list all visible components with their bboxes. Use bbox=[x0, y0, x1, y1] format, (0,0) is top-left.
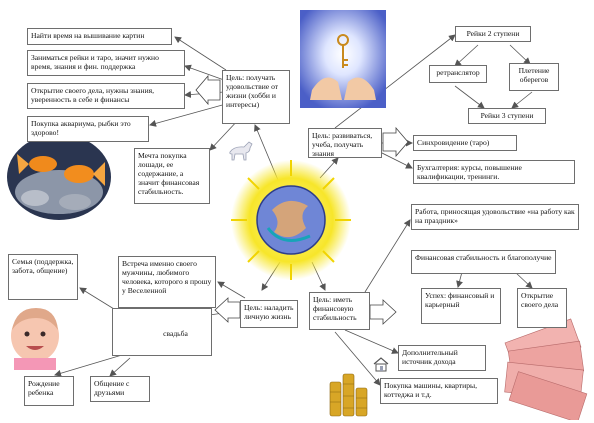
hobby-time-node: Найти время на вышивание картин bbox=[27, 28, 172, 45]
arrow-to-accounting bbox=[379, 151, 413, 169]
fin-success-node: Успех: финансовый и карьерный bbox=[421, 288, 501, 324]
sun-zodiac-picture bbox=[231, 160, 351, 280]
dev-amulets-node: Плетение оберегов bbox=[509, 63, 559, 91]
arrow-fin-stability-success bbox=[456, 271, 463, 288]
pers-friends-node: Общение с друзьями bbox=[90, 376, 150, 402]
arrow-reiki2-amulets bbox=[509, 44, 531, 65]
pers-child-node: Рождение ребенка bbox=[24, 376, 74, 406]
pers-wedding-node: свадьба bbox=[112, 308, 212, 356]
fin-own-business-node: Открытие своего дела bbox=[517, 288, 567, 328]
arrow-fin-stability-business bbox=[514, 271, 533, 289]
arrow-reiki2-retranslator bbox=[454, 44, 479, 67]
fin-stability-node: Финансовая стабильность и благополучие bbox=[411, 250, 556, 274]
goal-personal-node: Цель: наладить личную жизнь bbox=[240, 300, 298, 328]
goldfish-picture bbox=[7, 134, 111, 220]
arrow-retranslator-reiki3 bbox=[454, 85, 485, 109]
hollow-arrow-develop bbox=[382, 126, 409, 158]
dev-reiki2-node: Рейки 2 ступени bbox=[455, 26, 531, 42]
hobby-business-node: Открытие своего дела, нужны знания, увер… bbox=[27, 83, 185, 109]
horse-icon bbox=[229, 141, 253, 161]
goal-hobby-node: Цель: получать удовольствие от жизни (хо… bbox=[222, 70, 290, 124]
dev-retranslator-node: ретранслятор bbox=[429, 65, 487, 83]
pers-meeting-node: Встреча именно своего мужчины, любимого … bbox=[118, 256, 216, 308]
arrow-amulets-reiki3 bbox=[511, 91, 533, 109]
arrow-to-fin-work bbox=[364, 219, 411, 293]
hollow-arrow-hobby bbox=[195, 74, 221, 106]
hollow-arrow-finance bbox=[369, 299, 397, 325]
fin-purchases-node: Покупка машины, квартиры, коттеджа и т.д… bbox=[380, 378, 498, 404]
arrow-to-friends bbox=[109, 357, 131, 377]
arrow-to-child bbox=[54, 354, 123, 377]
arrow-to-hobby-reiki bbox=[184, 64, 225, 81]
fin-work-node: Работа, приносящая удовольствие «на рабо… bbox=[411, 204, 579, 230]
hobby-reiki-node: Заниматься рейки и таро, значит нужно вр… bbox=[27, 50, 185, 76]
baby-picture bbox=[11, 308, 59, 370]
dev-accounting-node: Бухгалтерия: курсы, повышение квалификац… bbox=[413, 160, 575, 184]
hobby-horse-node: Мечта покупка лошади, ее содержание, а з… bbox=[134, 148, 210, 204]
coins-picture bbox=[329, 373, 368, 417]
pers-wedding-label: свадьба bbox=[163, 329, 188, 338]
arrow-to-meeting bbox=[217, 281, 246, 299]
key-hands-picture bbox=[300, 10, 386, 108]
hobby-aquarium-node: Покупка аквариума, рыбки это здорово! bbox=[27, 116, 149, 142]
goal-finance-node: Цель: иметь финансовую стабильность bbox=[309, 292, 370, 330]
dev-reiki3-node: Рейки 3 ступени bbox=[468, 108, 546, 124]
fin-extra-income-node: Дополнительный источник дохода bbox=[398, 345, 486, 371]
arrow-to-hobby-business bbox=[184, 91, 225, 99]
banknotes-picture bbox=[504, 318, 588, 420]
goal-develop-node: Цель: развиваться, учеба, получать знани… bbox=[308, 128, 382, 158]
hollow-arrow-personal bbox=[214, 297, 241, 323]
house-icon bbox=[373, 357, 389, 372]
arrow-to-fin-extra bbox=[344, 329, 399, 354]
dev-sync-node: Синхровидение (таро) bbox=[413, 135, 517, 151]
pers-family-node: Семья (поддержка, забота, общение) bbox=[8, 254, 78, 300]
